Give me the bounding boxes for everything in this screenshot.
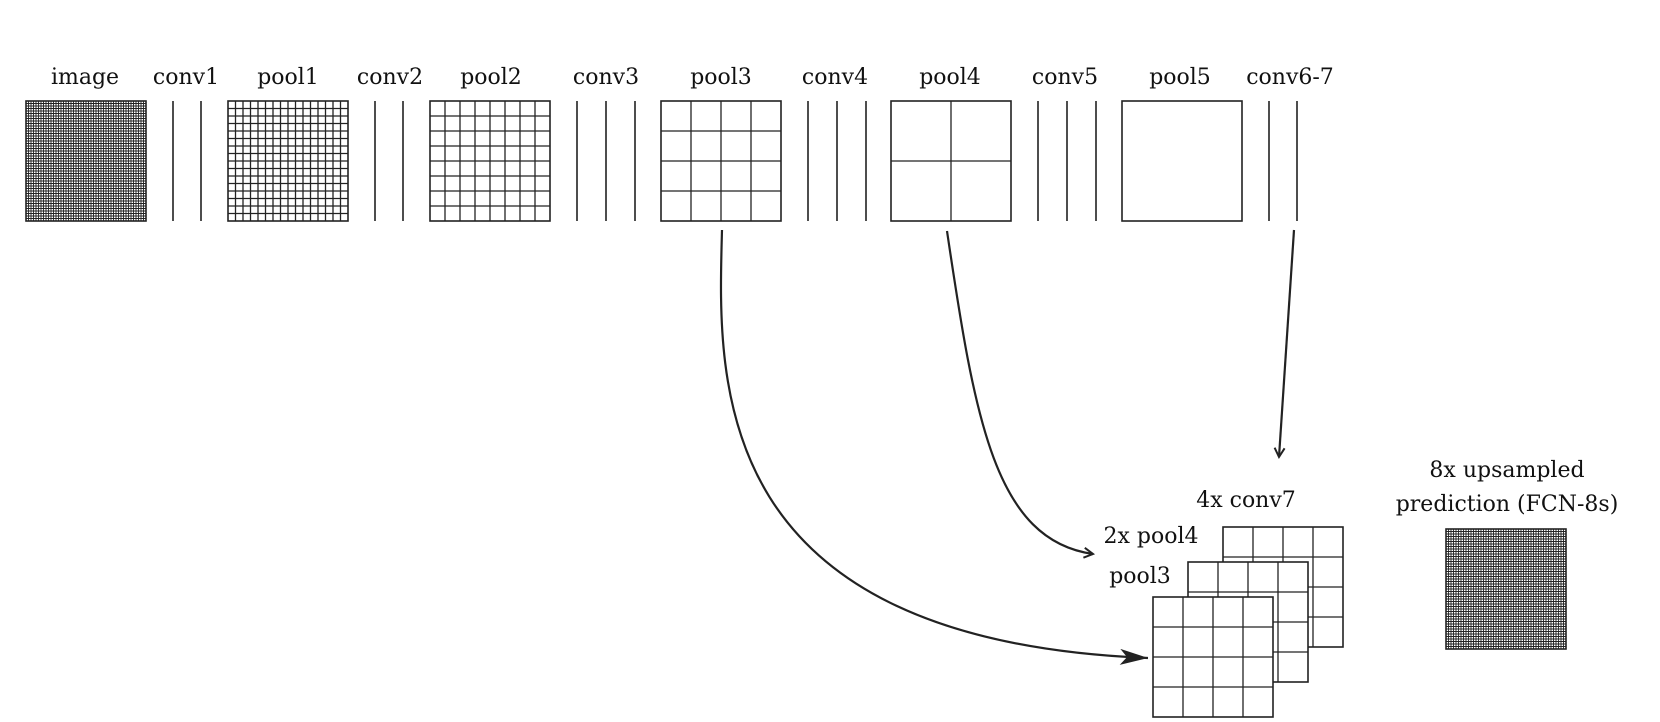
- grid-cells: [661, 101, 781, 221]
- arrow-pool4-to-fusion: [945, 230, 1093, 554]
- label-pool3-fusion: pool3: [1109, 564, 1171, 589]
- feature-map-pool3: [660, 100, 782, 222]
- feature-map-pool1: [227, 100, 349, 222]
- grid-cells: [430, 101, 550, 221]
- label-conv6-7: conv6-7: [1246, 65, 1334, 90]
- arrow-pool3-to-fusion: [719, 229, 1149, 665]
- conv1-layers: [172, 101, 202, 221]
- label-4x-conv7: 4x conv7: [1196, 488, 1296, 513]
- conv3-layers: [576, 101, 636, 221]
- output-label-line2: prediction (FCN-8s): [1396, 492, 1619, 517]
- grid-cells: [1153, 597, 1273, 717]
- label-2x-pool4: 2x pool4: [1103, 524, 1198, 549]
- label-pool3: pool3: [690, 65, 752, 90]
- feature-map-pool2: [429, 100, 551, 222]
- grid-border: [1121, 100, 1243, 222]
- label-conv2: conv2: [357, 65, 423, 90]
- grid-cells: [26, 101, 146, 221]
- label-pool1: pool1: [257, 65, 319, 90]
- label-conv1: conv1: [153, 65, 219, 90]
- grid-cells: [228, 101, 348, 221]
- feature-map-pool5: [1121, 100, 1243, 222]
- label-conv5: conv5: [1032, 65, 1098, 90]
- conv6-7-layers: [1268, 101, 1298, 221]
- conv5-layers: [1037, 101, 1097, 221]
- output-prediction-map: [1445, 528, 1567, 650]
- output-label-line1: 8x upsampled: [1429, 458, 1584, 483]
- fusion-grid-pool3: [1152, 596, 1274, 718]
- label-pool2: pool2: [460, 65, 522, 90]
- grid-cells: [891, 101, 1011, 221]
- grid-cells: [1446, 529, 1566, 649]
- label-conv3: conv3: [573, 65, 639, 90]
- conv4-layers: [807, 101, 867, 221]
- label-image: image: [51, 65, 119, 90]
- label-conv4: conv4: [802, 65, 868, 90]
- feature-map-pool4: [890, 100, 1012, 222]
- label-pool4: pool4: [919, 65, 981, 90]
- top-row-labels: image conv1 pool1 conv2 pool2 conv3 pool…: [51, 65, 1334, 90]
- conv2-layers: [374, 101, 404, 221]
- arrow-conv7-to-fusion: [1279, 229, 1296, 457]
- feature-map-image: [25, 100, 147, 222]
- label-pool5: pool5: [1149, 65, 1211, 90]
